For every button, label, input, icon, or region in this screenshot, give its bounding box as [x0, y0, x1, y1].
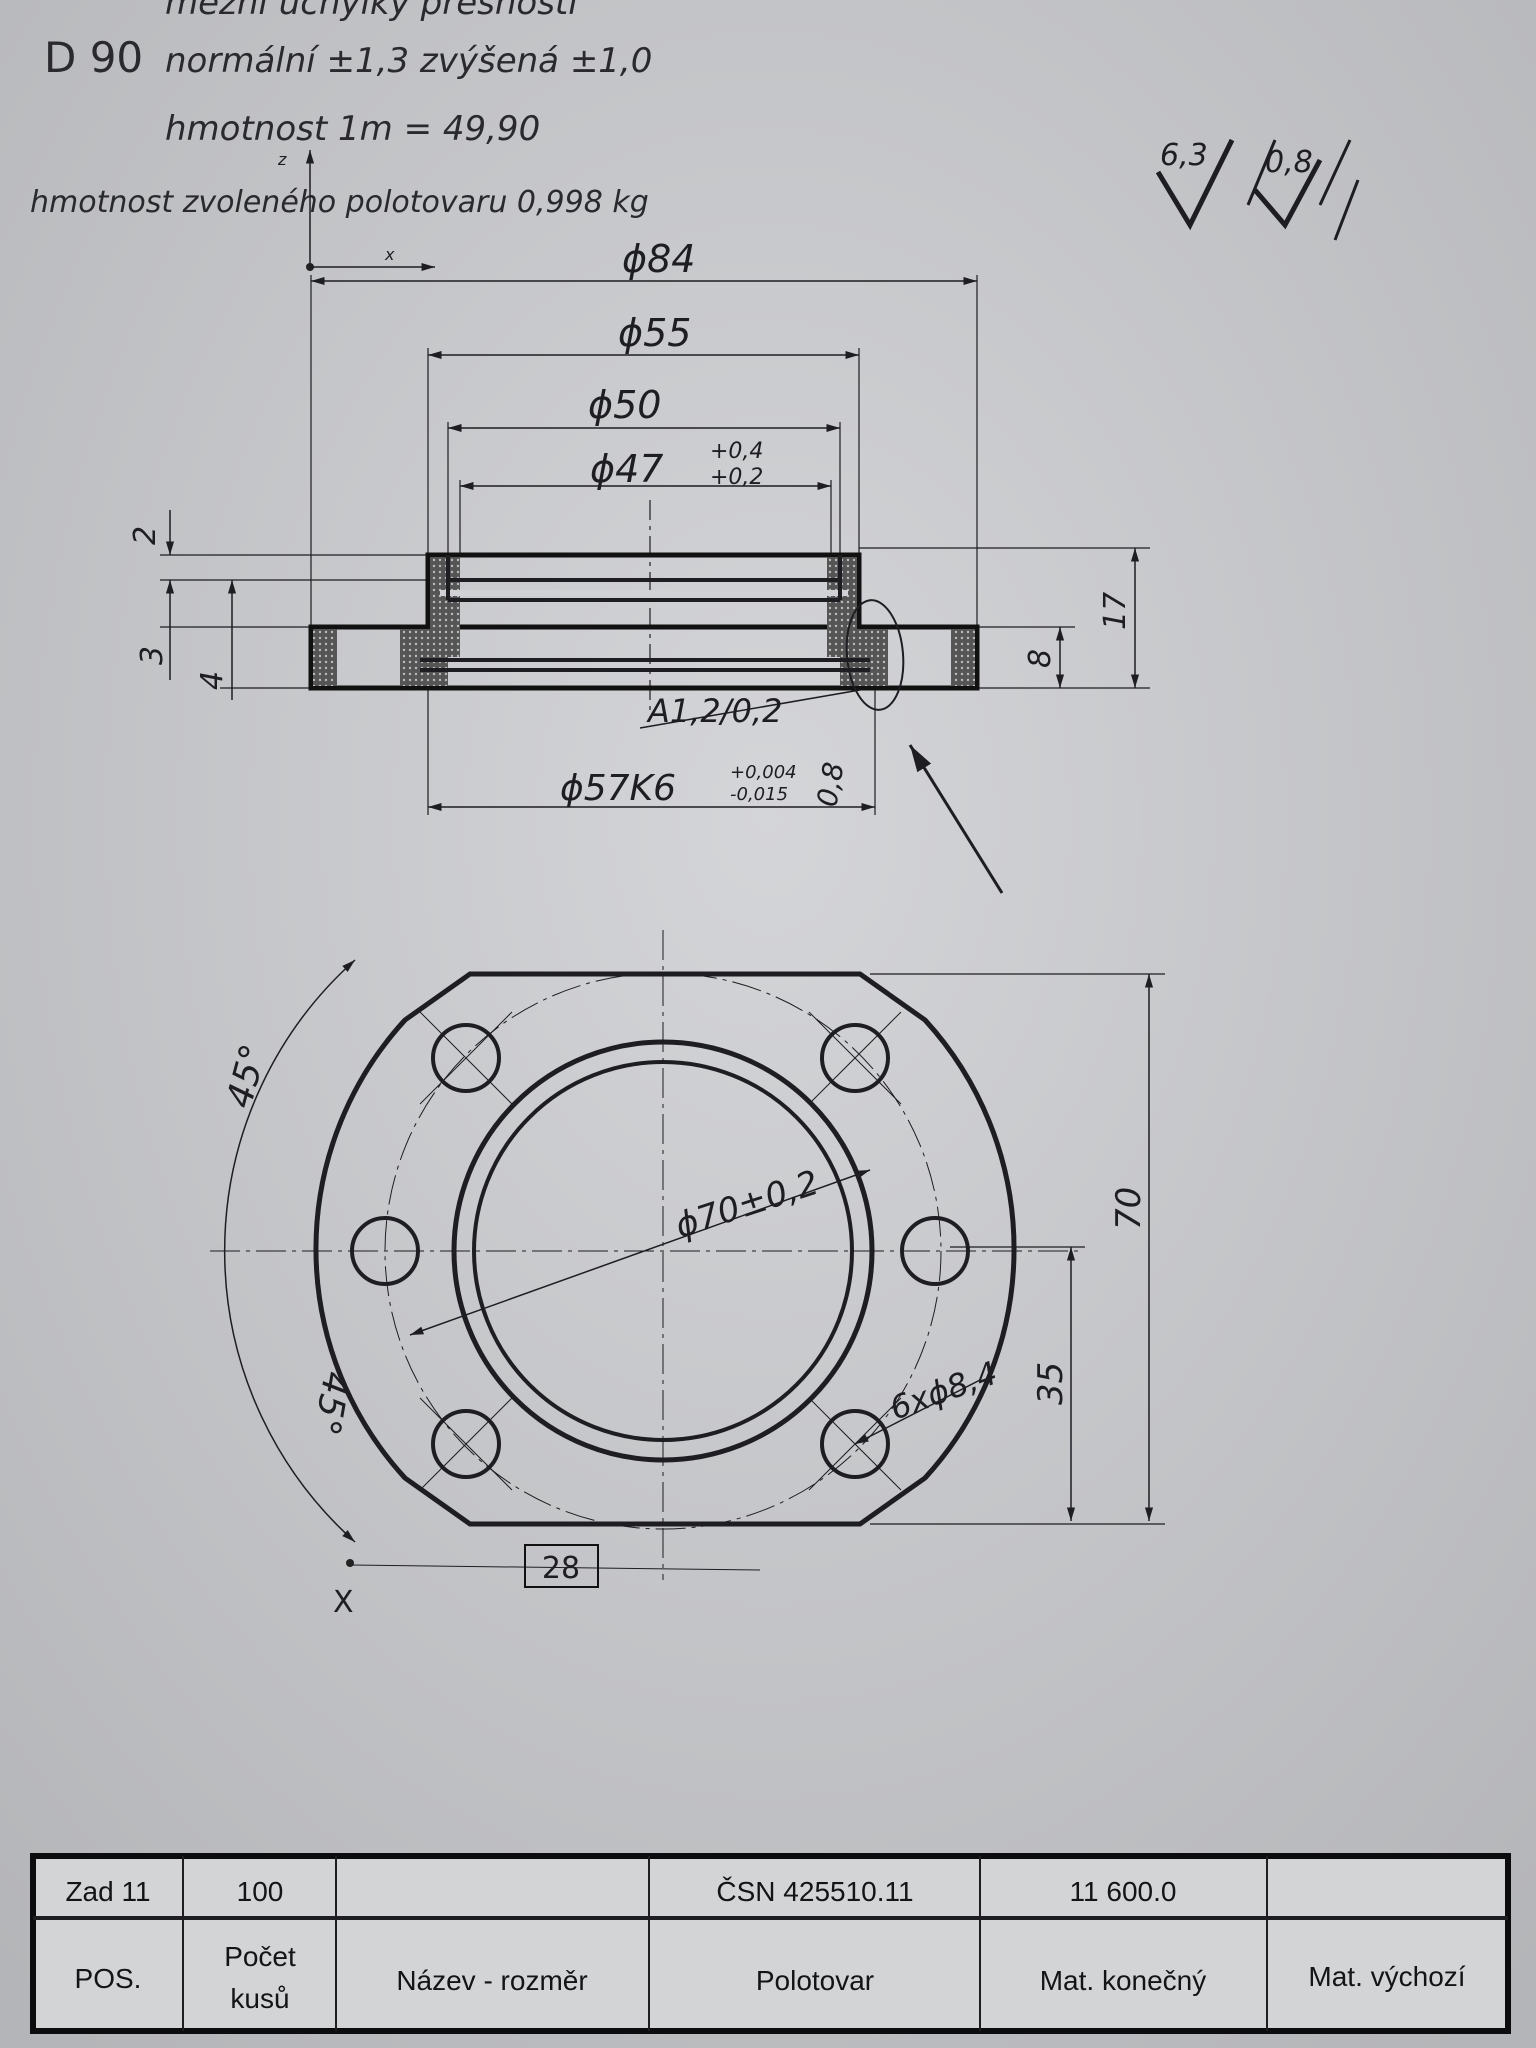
dim-d47: ϕ47	[590, 447, 663, 491]
detail-arrow	[908, 744, 1004, 894]
dim-d84: ϕ84	[622, 237, 695, 281]
header-count-2: kusů	[230, 1983, 289, 2014]
title-block: Zad 11 100 ČSN 425510.11 11 600.0 POS. P…	[30, 1853, 1511, 2034]
note-mass-per-meter: hmotnost 1m = 49,90	[165, 109, 540, 149]
header-pos: POS.	[75, 1963, 142, 1994]
dim-h70: 70	[1109, 1187, 1149, 1230]
dim-d57-tol-upper: +0,004	[730, 762, 797, 783]
cell-pos-value: Zad 11	[65, 1876, 150, 1907]
cell-material-value: 11 600.0	[1070, 1876, 1177, 1907]
dim-groove: A1,2/0,2	[646, 692, 782, 730]
box-28: 28	[542, 1551, 580, 1586]
header-final-material: Mat. konečný	[1040, 1965, 1207, 1996]
coordinate-axes: z x	[277, 150, 435, 272]
header-initial-material: Mat. výchozí	[1308, 1961, 1465, 1992]
cell-count-value: 100	[237, 1876, 284, 1907]
dim-h8: 8	[1023, 649, 1058, 668]
header-count-1: Počet	[224, 1941, 296, 1972]
header-name: Název - rozměr	[396, 1965, 587, 1996]
dim-d47-tol-lower: +0,2	[710, 465, 763, 490]
z-axis-label: z	[277, 150, 287, 169]
dim-h35: 35	[1031, 1362, 1071, 1405]
dim-d47-tol-upper: +0,4	[710, 439, 763, 464]
dim-d50: ϕ50	[588, 383, 661, 427]
section-view: ϕ84 ϕ55 ϕ50 ϕ47 +0,4 +0,2 2 3 4 8 17 A	[128, 237, 1150, 894]
dim-0-8: 0,8	[810, 760, 850, 810]
cell-blank-value: ČSN 425510.11	[716, 1876, 913, 1907]
dim-h4: 4	[195, 671, 230, 690]
roughness-symbols: 6,3 0,8	[1155, 138, 1360, 241]
dim-h3: 3	[135, 646, 170, 665]
note-line0: mezní úchylky přesnosti	[165, 0, 578, 23]
dim-h2: 2	[128, 526, 163, 545]
roughness-general: 6,3	[1160, 138, 1208, 173]
header-blank: Polotovar	[756, 1965, 874, 1996]
note-tolerances: normální ±1,3 zvýšená ±1,0	[165, 41, 652, 81]
note-d90: D 90	[44, 33, 143, 82]
roughness-specific: 0,8	[1265, 145, 1313, 180]
x-axis-label: x	[384, 245, 395, 264]
dim-d55: ϕ55	[618, 311, 691, 355]
dim-d57: ϕ57K6	[560, 768, 676, 809]
note-blank-mass: hmotnost zvoleného polotovaru 0,998 kg	[30, 185, 649, 220]
x-marker: X	[333, 1585, 354, 1620]
dim-h17: 17	[1098, 592, 1133, 630]
dim-d57-tol-lower: -0,015	[730, 784, 788, 805]
detail-circle	[845, 599, 905, 711]
